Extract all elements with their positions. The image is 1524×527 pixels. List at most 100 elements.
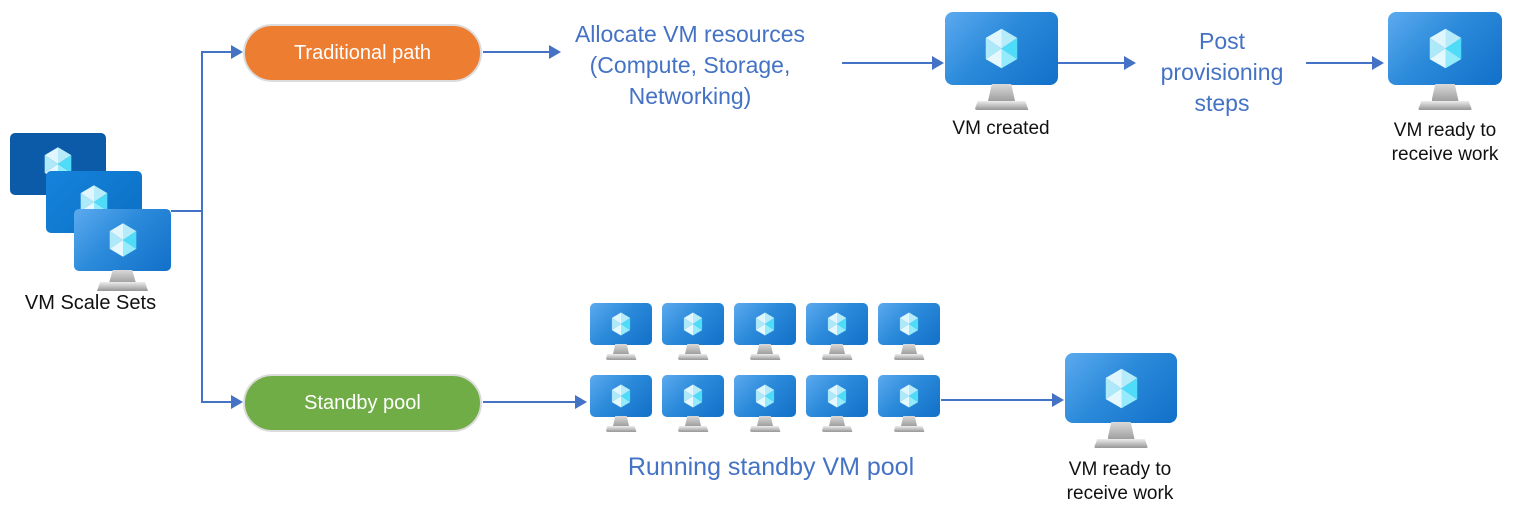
vm-ready-line-2: receive work xyxy=(1391,144,1499,165)
arrowhead-to-standby xyxy=(231,395,243,409)
vm-created-label: VM created xyxy=(952,118,1050,139)
vm-cube-icon xyxy=(755,312,775,336)
connector-source-to-branch xyxy=(171,210,203,212)
vm-cube-icon xyxy=(827,384,847,408)
connector-to-traditional-line xyxy=(202,51,231,53)
standby-pool-vm-icon xyxy=(590,375,652,432)
vm-stand-base xyxy=(821,426,853,432)
vm-stand-base xyxy=(1094,439,1148,448)
vm-cube-icon xyxy=(683,312,703,336)
connector-post-to-vm-ready-line xyxy=(1306,62,1372,64)
allocate-line-2: (Compute, Storage, xyxy=(589,52,791,78)
vm-cube-icon xyxy=(985,28,1018,69)
connector-to-standby-line xyxy=(202,401,231,403)
allocate-resources-text: Allocate VM resources (Compute, Storage,… xyxy=(558,19,822,112)
vm-stand-base xyxy=(749,354,781,360)
vm-stand-neck xyxy=(901,344,917,354)
post-provisioning-text: Post provisioning steps xyxy=(1122,26,1322,119)
standby-pool-vm-icon xyxy=(806,303,868,360)
vm-stand-base xyxy=(974,101,1029,110)
vm-monitor-icon xyxy=(662,303,724,345)
vm-scale-sets-label: VM Scale Sets xyxy=(24,292,157,314)
vm-cube-icon xyxy=(755,384,775,408)
standby-pool-vm-icon xyxy=(662,303,724,360)
standby-pool-vm-icon xyxy=(878,375,940,432)
standby-pool-vm-icon xyxy=(734,303,796,360)
post-line-2: provisioning xyxy=(1160,59,1284,85)
vm-stand-neck xyxy=(613,416,629,426)
standby-pool-vm-icon xyxy=(590,303,652,360)
vm-ready-line-2: receive work xyxy=(1066,483,1174,504)
vm-monitor-icon xyxy=(590,375,652,417)
vm-stand-base xyxy=(1418,101,1472,110)
connector-standby-to-pool-line xyxy=(483,401,575,403)
standby-pool-grid xyxy=(590,303,940,432)
vm-stand-base xyxy=(821,354,853,360)
connector-branch-vertical xyxy=(201,51,203,403)
vm-ready-traditional-icon xyxy=(1388,12,1502,110)
vm-stand-neck xyxy=(685,344,701,354)
vm-monitor-icon xyxy=(806,375,868,417)
vm-monitor-icon xyxy=(590,303,652,345)
vm-stand-neck xyxy=(988,84,1015,101)
standby-pool-vm-icon xyxy=(734,375,796,432)
standby-pool-node: Standby pool xyxy=(243,374,482,432)
allocate-line-1: Allocate VM resources xyxy=(574,21,806,47)
vm-monitor-icon xyxy=(878,303,940,345)
vm-stand-neck xyxy=(1431,84,1459,101)
vm-stand-neck xyxy=(829,416,845,426)
vm-monitor-icon xyxy=(1065,353,1177,423)
vm-stand-neck xyxy=(757,416,773,426)
vm-cube-icon xyxy=(827,312,847,336)
vm-ready-standby-label: VM ready to receive work xyxy=(1040,458,1200,506)
vm-scale-sets-monitor-front-icon xyxy=(74,209,171,271)
arrowhead-allocate-to-vm-created xyxy=(932,56,944,70)
post-line-1: Post xyxy=(1198,28,1246,54)
allocate-line-3: Networking) xyxy=(628,83,752,109)
arrowhead-traditional-to-allocate xyxy=(549,45,561,59)
post-line-3: steps xyxy=(1194,90,1250,116)
vm-monitor-icon xyxy=(878,375,940,417)
connector-vm-created-to-post-line xyxy=(1058,62,1124,64)
arrowhead-post-to-vm-ready xyxy=(1372,56,1384,70)
vm-stand-base xyxy=(605,354,637,360)
vm-stand-neck xyxy=(757,344,773,354)
vm-monitor-icon xyxy=(1388,12,1502,85)
vm-monitor-icon xyxy=(734,375,796,417)
vm-stand-neck xyxy=(109,270,136,283)
vm-stand-neck xyxy=(685,416,701,426)
arrowhead-standby-to-pool xyxy=(575,395,587,409)
vm-stand-neck xyxy=(1107,422,1135,439)
arrowhead-pool-to-vm-ready xyxy=(1052,393,1064,407)
standby-pool-vm-icon xyxy=(878,303,940,360)
arrowhead-vm-created-to-post xyxy=(1124,56,1136,70)
vm-monitor-icon xyxy=(734,303,796,345)
vm-cube-icon xyxy=(899,312,919,336)
connector-allocate-to-vm-created-line xyxy=(842,62,932,64)
vm-monitor-icon xyxy=(945,12,1058,85)
vm-monitor-icon xyxy=(806,303,868,345)
vm-stand-neck xyxy=(829,344,845,354)
vm-stand-base xyxy=(677,354,709,360)
connector-traditional-to-allocate-line xyxy=(483,51,549,53)
vm-created-icon xyxy=(945,12,1058,110)
vm-cube-icon xyxy=(899,384,919,408)
vm-ready-traditional-label: VM ready to receive work xyxy=(1365,119,1524,167)
standby-pool-vm-icon xyxy=(662,375,724,432)
vm-cube-icon xyxy=(611,384,631,408)
vm-stand-base xyxy=(893,426,925,432)
vm-cube-icon xyxy=(109,223,136,257)
running-standby-pool-label: Running standby VM pool xyxy=(627,453,915,481)
standby-pool-vm-icon xyxy=(806,375,868,432)
vm-stand-base xyxy=(893,354,925,360)
vm-stand-base xyxy=(677,426,709,432)
vm-stand-base xyxy=(97,282,148,291)
vm-stand-base xyxy=(749,426,781,432)
vm-ready-line-1: VM ready to xyxy=(1393,120,1497,141)
vm-cube-icon xyxy=(683,384,703,408)
vm-stand-neck xyxy=(613,344,629,354)
vm-ready-standby-icon xyxy=(1065,353,1177,448)
vm-stand-neck xyxy=(901,416,917,426)
vm-cube-icon xyxy=(1429,28,1461,69)
